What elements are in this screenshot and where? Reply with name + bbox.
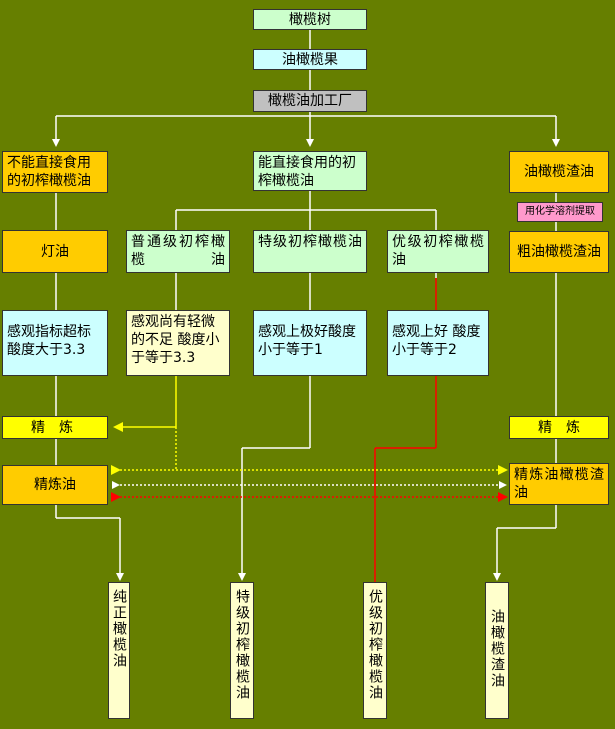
- lamp-oil-criteria-node: 感观指标超标酸度大于3.3: [2, 310, 108, 376]
- ordinary-criteria-node: 感观尚有轻微的不足 酸度小于等于3.3: [126, 310, 230, 376]
- olive-fruit-node: 油橄榄果: [253, 49, 367, 70]
- extra-virgin-node: 特级初榨橄榄油: [253, 230, 367, 273]
- refining-right-node: 精 炼: [509, 416, 609, 439]
- lamp-oil-node: 灯油: [2, 230, 108, 273]
- superior-virgin-final-node: 优级初榨橄榄油: [363, 582, 387, 719]
- crude-pomace-node: 粗油橄榄渣油: [509, 231, 609, 273]
- ordinary-virgin-node: 普通级初榨橄榄油: [126, 230, 230, 273]
- not-edible-virgin-node: 不能直接食用的初榨橄榄油: [2, 151, 108, 193]
- refined-oil-node: 精炼油: [2, 465, 108, 505]
- chemical-extraction-label: 用化学溶剂提取: [517, 202, 603, 222]
- edible-virgin-node: 能直接食用的初榨橄榄油: [253, 151, 367, 191]
- processing-plant-node: 橄榄油加工厂: [253, 90, 367, 112]
- extra-criteria-node: 感观上极好酸度小于等于1: [253, 310, 367, 376]
- refined-pomace-node: 精炼油橄榄渣油: [509, 463, 609, 505]
- pure-olive-oil-node: 纯正橄榄油: [108, 582, 130, 719]
- pomace-final-node: 油橄榄渣油: [485, 582, 509, 719]
- extra-virgin-final-node: 特级初榨橄榄油: [230, 582, 254, 719]
- pomace-oil-node: 油橄榄渣油: [509, 151, 609, 193]
- superior-criteria-node: 感观上好 酸度小于等于2: [387, 310, 489, 376]
- superior-virgin-node: 优级初榨橄榄油: [387, 230, 489, 273]
- refining-left-node: 精 炼: [2, 416, 108, 439]
- olive-tree-node: 橄榄树: [253, 9, 367, 30]
